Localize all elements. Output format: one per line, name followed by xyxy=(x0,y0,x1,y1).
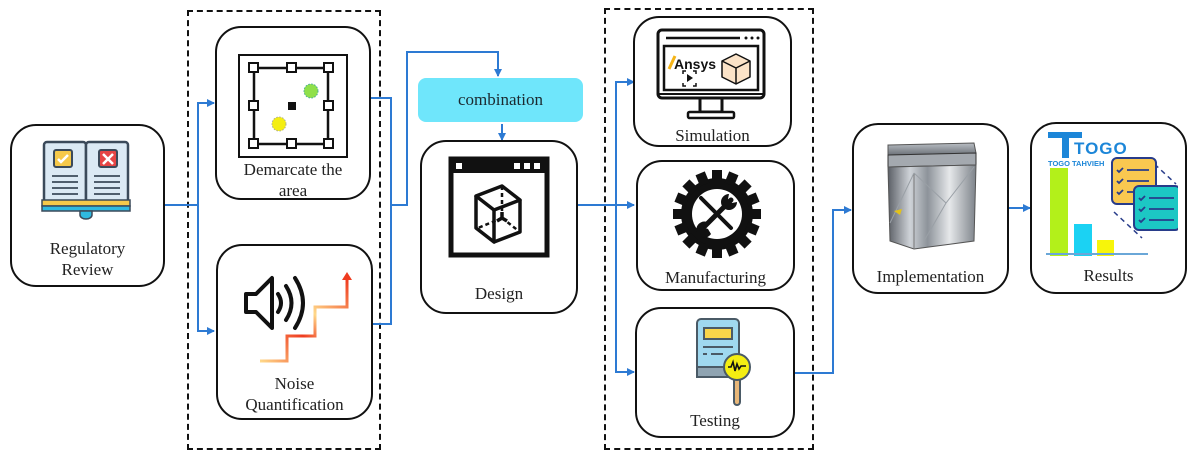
node-results-label: Results xyxy=(1083,266,1134,285)
togo-logo-text: TOGO xyxy=(1074,139,1128,158)
connector-to-noise xyxy=(197,205,215,335)
node-design: Design xyxy=(420,140,578,314)
metal-enclosure-photo xyxy=(887,142,977,250)
node-noise-quantification: Noise Quantification xyxy=(216,244,373,420)
combination-box: combination xyxy=(418,78,583,122)
open-book-checklist-icon xyxy=(41,140,131,220)
node-noise-label-1: Noise xyxy=(274,374,315,393)
sound-meter-icon xyxy=(696,318,751,406)
bar-2 xyxy=(1074,224,1092,256)
node-implementation: Implementation xyxy=(852,123,1009,294)
node-testing-label: Testing xyxy=(690,411,740,430)
ansys-logo-text: Ansys xyxy=(674,56,716,72)
node-regulatory-label-2: Review xyxy=(61,260,114,279)
connector-testing-implementation xyxy=(795,206,852,374)
node-noise-label-2: Quantification xyxy=(245,395,344,414)
node-manufacturing-label: Manufacturing xyxy=(664,268,767,287)
bar-chart-checklists-icon: TOGO TOGO TAHVIEH xyxy=(1046,132,1178,256)
node-testing: Testing xyxy=(635,307,795,438)
connector-from-demarcate xyxy=(370,97,392,205)
connector-merge-to-combination xyxy=(391,51,502,206)
bar-1 xyxy=(1050,168,1068,256)
node-demarcate-label-1: Demarcate the xyxy=(243,160,343,179)
monitor-ansys-icon: Ansys xyxy=(656,28,766,120)
node-manufacturing: Manufacturing xyxy=(636,160,795,291)
node-simulation: Ansys Simulation xyxy=(633,16,792,147)
validation-group xyxy=(604,8,814,450)
connector-to-demarcate xyxy=(197,99,215,205)
node-regulatory-label-1: Regulatory xyxy=(49,239,126,258)
togo-logo: TOGO TOGO TAHVIEH xyxy=(1048,132,1128,168)
gear-tools-icon xyxy=(673,170,761,258)
speaker-rising-steps-icon xyxy=(244,272,352,363)
connector-to-simulation xyxy=(615,78,635,205)
bar-3 xyxy=(1097,240,1114,256)
selection-area-icon xyxy=(238,54,348,158)
node-simulation-label: Simulation xyxy=(675,126,750,145)
node-demarcate-area: Demarcate the area xyxy=(215,26,371,200)
togo-logo-subtext: TOGO TAHVIEH xyxy=(1048,159,1104,168)
node-design-label: Design xyxy=(474,284,524,303)
node-regulatory-review: Regulatory Review xyxy=(10,124,165,287)
cad-cube-window-icon xyxy=(448,156,550,258)
connector-to-testing xyxy=(615,205,635,376)
connector-from-noise xyxy=(372,205,392,325)
node-demarcate-label-2: area xyxy=(278,181,308,200)
analysis-group xyxy=(187,10,381,450)
node-implementation-label: Implementation xyxy=(876,267,985,286)
node-results: TOGO TOGO TAHVIEH Results xyxy=(1030,122,1187,294)
